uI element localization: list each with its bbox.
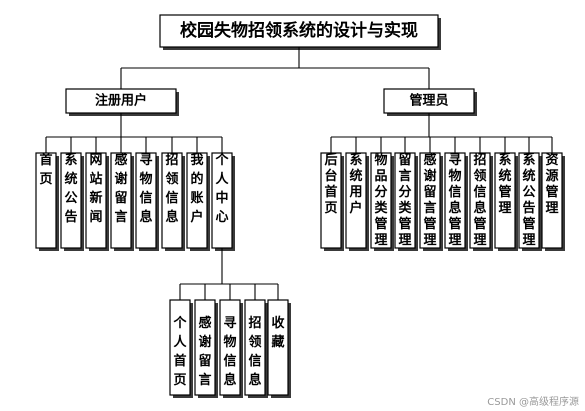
diagram-title: 校园失物招领系统的设计与实现 bbox=[180, 20, 418, 41]
leaf-label-0-4: 寻物信息 bbox=[139, 153, 152, 225]
leaf-box-1-1 bbox=[345, 152, 367, 249]
sub-leaf-box-3 bbox=[244, 299, 266, 396]
leaf-label-0-5: 招领信息 bbox=[165, 152, 178, 225]
branch-box-1 bbox=[383, 88, 475, 114]
leaf-box-1-4 bbox=[419, 152, 441, 249]
leaf-box-1-2 bbox=[370, 152, 392, 249]
leaf-box-0-3 bbox=[110, 152, 132, 249]
leaf-label-1-2: 物品分类管理 bbox=[374, 152, 388, 248]
leaf-label-1-1: 系统用户 bbox=[348, 152, 362, 216]
leaf-box-0-6 bbox=[186, 152, 208, 249]
leaf-label-1-0: 后台首页 bbox=[324, 152, 337, 216]
leaf-label-1-7: 系统管理 bbox=[498, 152, 511, 216]
branch-label-1: 管理员 bbox=[409, 93, 448, 109]
leaf-label-1-3: 留言分类管理 bbox=[398, 152, 412, 248]
leaf-box-1-3 bbox=[394, 152, 416, 249]
leaf-label-0-3: 感谢留言 bbox=[114, 152, 127, 225]
sub-leaf-box-0 bbox=[169, 299, 191, 396]
sub-leaf-label-0: 个人首页 bbox=[172, 315, 187, 388]
sub-leaf-box-1 bbox=[194, 299, 216, 396]
leaf-label-1-8: 系统公告管理 bbox=[522, 152, 535, 248]
leaf-box-1-5 bbox=[444, 152, 466, 249]
sub-leaf-label-3: 招领信息 bbox=[248, 315, 261, 388]
sub-leaf-box-4 bbox=[267, 299, 289, 396]
leaf-box-0-0 bbox=[35, 152, 57, 249]
leaf-label-0-1: 系统公告 bbox=[64, 152, 77, 225]
leaf-box-1-8 bbox=[518, 152, 540, 249]
leaf-box-0-4 bbox=[135, 152, 157, 249]
sub-leaf-label-2: 寻物信息 bbox=[223, 316, 236, 388]
leaf-label-0-2: 网站新闻 bbox=[89, 153, 102, 225]
leaf-box-0-2 bbox=[85, 152, 107, 249]
branch-label-0: 注册用户 bbox=[95, 93, 147, 109]
leaf-label-0-0: 首页 bbox=[39, 152, 52, 187]
leaf-label-1-9: 资源管理 bbox=[545, 152, 558, 216]
leaf-label-1-6: 招领信息管理 bbox=[473, 152, 486, 248]
root-box bbox=[159, 14, 439, 48]
sub-leaf-label-1: 感谢留言 bbox=[198, 315, 211, 388]
leaf-box-1-6 bbox=[469, 152, 491, 249]
sub-leaf-box-2 bbox=[219, 299, 241, 396]
leaf-box-0-1 bbox=[60, 152, 82, 249]
leaf-label-1-4: 感谢留言管理 bbox=[423, 152, 436, 248]
leaf-box-1-7 bbox=[494, 152, 516, 249]
leaf-box-1-9 bbox=[541, 152, 563, 249]
leaf-label-0-6: 我的账户 bbox=[190, 152, 203, 225]
leaf-label-1-5: 寻物信息管理 bbox=[448, 153, 461, 248]
watermark: CSDN @高级程序源 bbox=[487, 397, 579, 408]
leaf-label-0-7: 个人中心 bbox=[214, 152, 229, 225]
leaf-box-1-0 bbox=[320, 152, 342, 249]
sub-leaf-label-4: 收藏 bbox=[271, 315, 285, 350]
leaf-box-0-5 bbox=[161, 152, 183, 249]
